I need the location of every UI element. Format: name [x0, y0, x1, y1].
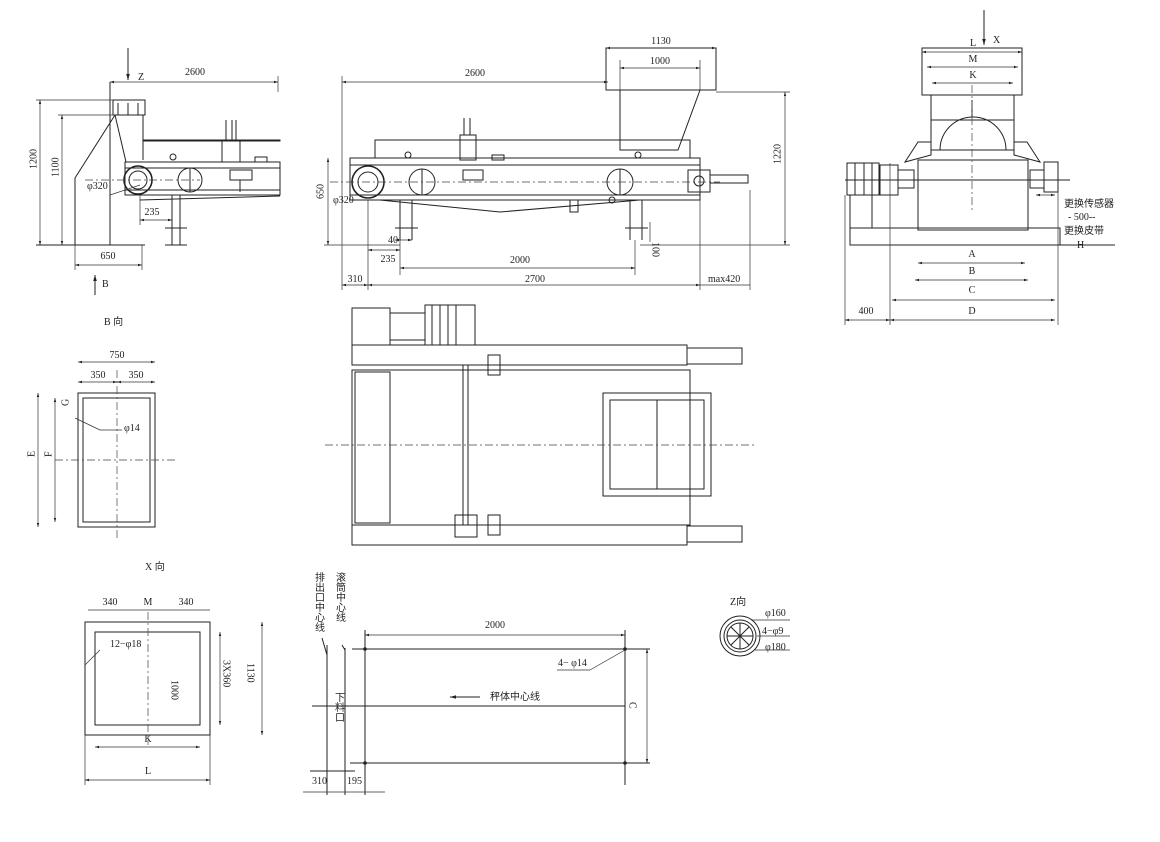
- dim-195: 195: [347, 776, 362, 787]
- dim-c-foundation: C: [627, 702, 638, 709]
- holes-12-phi18: 12−φ18: [110, 639, 141, 650]
- dim-a-label: A: [968, 249, 976, 260]
- holes-4-phi9: 4−φ9: [762, 626, 783, 637]
- dim-b-label: B: [969, 266, 976, 277]
- dim-650-front: 650: [316, 184, 327, 199]
- dim-500: - 500--: [1068, 212, 1096, 223]
- dim-m-label: M: [969, 54, 978, 65]
- dim-max420: max420: [708, 274, 740, 285]
- dim-phi320-front: φ320: [333, 195, 354, 206]
- x-arrow-label: X: [993, 35, 1001, 46]
- drum-centerline-label: 滚筒中心线: [334, 571, 346, 622]
- b-view-title: B 向: [104, 315, 123, 328]
- dim-2600-front: 2600: [465, 68, 485, 79]
- dim-235-front: 235: [381, 254, 396, 265]
- dim-350-left: 350: [91, 370, 106, 381]
- replace-belt-note: 更换皮带: [1064, 224, 1104, 237]
- x-view-title: X 向: [145, 560, 165, 573]
- replace-sensor-note: 更换传感器: [1064, 197, 1114, 210]
- dim-750: 750: [110, 350, 125, 361]
- foundation-plan: 排出口中心线 滚筒中心线 2000 4− φ14 秤体中心线 C 下料口 310…: [303, 571, 650, 795]
- dim-k-label: K: [969, 70, 977, 81]
- outlet-centerline-label: 排出口中心线: [313, 571, 325, 632]
- feed-port-label: 下料口: [333, 692, 345, 722]
- b-arrow-label: B: [102, 279, 109, 290]
- dim-235: 235: [145, 207, 160, 218]
- dim-400: 400: [859, 306, 874, 317]
- dim-340-right: 340: [179, 597, 194, 608]
- x-view: 340 M 340 12−φ18 1000 3X360 1130 K L: [84, 597, 264, 785]
- scale-centerline-label: 秤体中心线: [490, 690, 540, 703]
- dim-650: 650: [101, 251, 116, 262]
- end-view: L X M K 更换传感器 - 500-- 更换皮带 H A B C 400 D: [844, 10, 1115, 325]
- dim-phi320: φ320: [87, 181, 108, 192]
- dim-2700: 2700: [525, 274, 545, 285]
- side-view-left: Z 2600 1200 1100 φ320 235 650 B B 向: [29, 48, 281, 328]
- dim-f-label: F: [44, 451, 55, 457]
- z-label: Z: [138, 72, 144, 83]
- dim-310-front: 310: [348, 274, 363, 285]
- b-view-plan: 750 350 350 E F G φ14 X 向: [27, 350, 175, 573]
- dim-phi14: φ14: [124, 423, 140, 434]
- dim-350-right: 350: [129, 370, 144, 381]
- dim-1220: 1220: [773, 144, 784, 164]
- dim-2000-foundation: 2000: [485, 620, 505, 631]
- dim-1100: 1100: [51, 157, 62, 177]
- dim-1130-x: 1130: [245, 663, 256, 683]
- dim-l-label-x: L: [145, 766, 151, 777]
- dim-h-label: H: [1077, 240, 1084, 251]
- dim-l-label: L: [970, 38, 976, 49]
- dim-phi180: φ180: [765, 642, 786, 653]
- dim-1130: 1130: [651, 36, 671, 47]
- dim-m-label-x: M: [144, 597, 153, 608]
- dim-310-foundation: 310: [312, 776, 327, 787]
- holes-4-phi14: 4− φ14: [558, 658, 587, 669]
- dim-2000-front: 2000: [510, 255, 530, 266]
- plan-view: [325, 304, 755, 546]
- front-view: 1130 1000 2600 1220 650 φ320 40 235 2000…: [316, 36, 790, 290]
- dim-1000-x: 1000: [169, 680, 180, 700]
- dim-e-label: E: [27, 451, 38, 457]
- dim-g-label: G: [61, 399, 72, 406]
- dim-d-label: D: [968, 306, 975, 317]
- dim-1000: 1000: [650, 56, 670, 67]
- dim-40: 40: [388, 235, 398, 246]
- dim-100: 100: [650, 242, 661, 257]
- dim-phi160: φ160: [765, 608, 786, 619]
- dim-c-label: C: [969, 285, 976, 296]
- dim-3x360: 3X360: [221, 660, 232, 687]
- dim-2600: 2600: [185, 67, 205, 78]
- dim-340-left: 340: [103, 597, 118, 608]
- dim-1200: 1200: [29, 149, 40, 169]
- dim-k-label-x: K: [144, 734, 152, 745]
- z-view: Z向 φ160 4−φ9 φ180: [719, 595, 790, 657]
- z-view-title: Z向: [730, 595, 746, 608]
